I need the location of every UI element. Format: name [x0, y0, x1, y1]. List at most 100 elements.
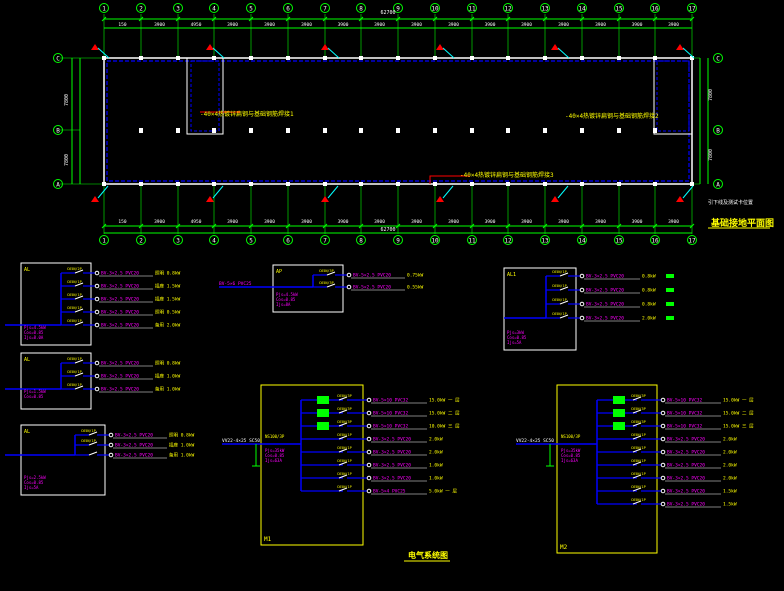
span-dim-top: 3900 — [264, 22, 275, 28]
axis-bubble-bottom — [356, 235, 366, 245]
breaker-symbol — [632, 409, 642, 414]
circuit-cable: BV-3×2.5 PVC20 — [101, 387, 139, 393]
down-conductor-leader — [212, 47, 225, 59]
dim-tick-bottom — [689, 223, 695, 229]
terminal — [94, 296, 100, 302]
circuit-load: 2.0kW — [723, 450, 737, 456]
axis-letter-left: A — [56, 182, 60, 189]
span-dim-bottom: 3900 — [521, 219, 532, 225]
breaker-label: C65N/1P — [67, 319, 82, 323]
breaker-symbol — [632, 448, 642, 453]
column-b — [176, 128, 180, 133]
breaker-label: C65N/1P — [631, 459, 646, 463]
side-dim-right-1: 7800 — [708, 89, 714, 101]
axis-number-top: 7 — [323, 6, 327, 13]
dim-tick-top — [395, 16, 401, 22]
circuit-cable: BV-3×2.5 PVC20 — [586, 316, 624, 322]
span-dim-top: 3900 — [338, 22, 349, 28]
breaker-symbol — [632, 435, 642, 440]
axis-number-bottom: 12 — [504, 238, 512, 245]
column-b — [653, 128, 657, 133]
panel-frame — [20, 262, 92, 346]
circuit-load: 1.5kW — [723, 502, 737, 508]
load-block — [666, 274, 674, 278]
panel-rating: Cos=0.85 — [276, 297, 296, 302]
column-c — [102, 56, 106, 60]
axis-bubble-bottom — [614, 235, 624, 245]
panel-id: AL — [24, 429, 30, 435]
column-a — [653, 182, 657, 186]
terminal — [366, 462, 372, 468]
panel-frame — [20, 352, 92, 410]
dim-tick-top — [652, 16, 658, 22]
terminal — [94, 322, 100, 328]
down-conductor-leader — [327, 47, 340, 59]
dim-tick-top — [248, 16, 254, 22]
column-b — [433, 128, 437, 133]
circuit-load: 0.55kW — [407, 285, 424, 291]
breaker-symbol — [338, 422, 348, 427]
axis-bubble-top — [99, 3, 109, 13]
total-length-bottom: 62700 — [380, 227, 395, 233]
breaker-symbol — [338, 461, 348, 466]
axis-bubble-top — [577, 3, 587, 13]
terminal — [660, 436, 666, 442]
panel-id: AL — [24, 267, 30, 273]
column-a — [396, 182, 400, 186]
dim-tick-bottom — [469, 223, 475, 229]
breaker-label: C65N/1P — [631, 433, 646, 437]
circuit-cable: BV-5×10 PVC32 — [667, 424, 703, 430]
load-block — [666, 316, 674, 320]
terminal — [366, 488, 372, 494]
terminal — [579, 273, 585, 279]
column-c — [506, 56, 510, 60]
axis-bubble-top — [540, 3, 550, 13]
axis-bubble-right — [713, 125, 723, 135]
axis-bubble-bottom — [99, 235, 109, 245]
column-a — [249, 182, 253, 186]
circuit-cable: BV-3×2.5 PVC20 — [667, 476, 705, 482]
breaker-label: C65N/1P — [67, 370, 82, 374]
test-point-marker — [321, 196, 329, 202]
axis-number-bottom: 7 — [323, 238, 327, 245]
breaker-label: C65N/1P — [552, 298, 567, 302]
breaker-label: C65N/3P — [631, 420, 646, 424]
breaker-label: C65N/3P — [631, 394, 646, 398]
panel-rating: Pjs=35kW — [265, 448, 285, 453]
breaker-symbol — [338, 448, 348, 453]
axis-bubble-bottom — [430, 235, 440, 245]
stair-ring-left — [190, 60, 220, 132]
breaker-label: C65N/1P — [552, 312, 567, 316]
circuit-load: 照明 0.5kW — [155, 310, 181, 316]
side-dim-left-2: 7800 — [64, 154, 70, 166]
system-title: 电气系统图 — [408, 550, 448, 560]
column-a — [617, 182, 621, 186]
circuit-load: 插座 1.0kW — [155, 373, 181, 380]
circuit-load: 15.0kW 一 层 — [429, 398, 460, 404]
breaker-symbol — [74, 282, 84, 287]
axis-number-bottom: 3 — [176, 238, 180, 245]
terminal — [346, 284, 352, 290]
breaker-label: C65N/3P — [337, 420, 352, 424]
dim-tick-bottom — [432, 223, 438, 229]
plan-title: 基础接地平面图 — [710, 217, 774, 229]
circuit-load: 备用 1.0kW — [169, 452, 195, 459]
column-c — [139, 56, 143, 60]
dim-tick-top — [285, 16, 291, 22]
bar-label-3: -40×4热镀锌扁钢与基础钢筋焊接3 — [460, 171, 554, 179]
span-dim-top: 3900 — [485, 22, 496, 28]
breaker-label: C65N/3P — [319, 281, 334, 285]
span-dim-bottom: 3900 — [301, 219, 312, 225]
dim-tick-top — [138, 16, 144, 22]
plan-dynamic-layer: 1122334455667788991010111112121313141415… — [53, 3, 723, 245]
dim-tick-bottom — [579, 223, 585, 229]
column-c — [396, 56, 400, 60]
panel-id: M1 — [264, 536, 272, 543]
spd-block — [613, 396, 625, 404]
column-b — [323, 128, 327, 133]
axis-bubble-bottom — [577, 235, 587, 245]
